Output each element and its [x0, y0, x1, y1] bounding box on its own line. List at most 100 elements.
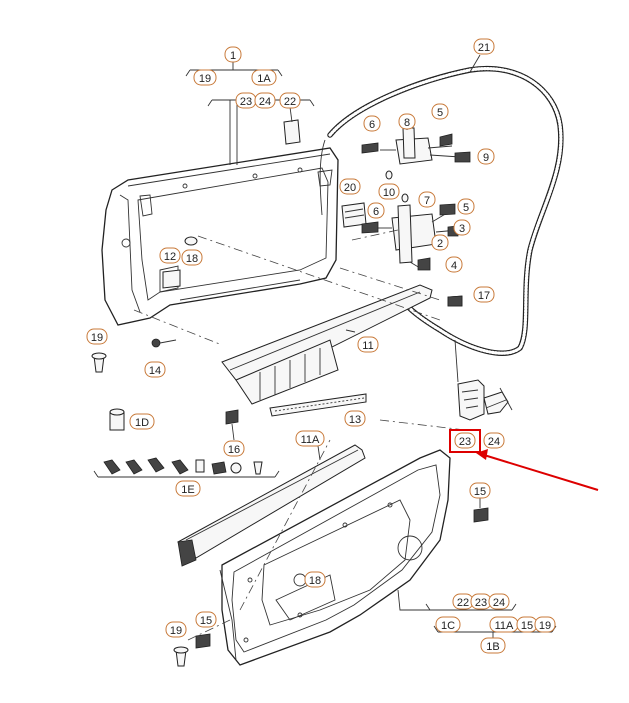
svg-text:10: 10 [383, 187, 395, 199]
svg-text:23: 23 [459, 436, 471, 448]
callout-6-top: 6 [363, 115, 381, 132]
callout-21: 21 [473, 38, 495, 55]
callout-3: 3 [453, 219, 471, 236]
callout-9: 9 [477, 148, 495, 165]
callout-17: 17 [473, 286, 495, 303]
svg-text:20: 20 [344, 182, 356, 194]
svg-text:24: 24 [259, 96, 271, 108]
callout-5-top: 5 [431, 103, 449, 120]
svg-text:13: 13 [349, 414, 361, 426]
svg-text:15: 15 [474, 486, 486, 498]
callout-12: 12 [159, 247, 181, 264]
door-seal-21 [319, 65, 564, 356]
seal-strip-13 [269, 393, 367, 417]
door-inner-panel-1B [219, 449, 451, 666]
lock-part-24 [483, 387, 513, 415]
svg-text:23: 23 [240, 96, 252, 108]
svg-text:11: 11 [362, 340, 373, 352]
svg-text:19: 19 [199, 73, 211, 85]
callout-23-top: 23 [235, 92, 257, 109]
svg-text:1B: 1B [486, 641, 499, 653]
callout-18-bottom: 18 [304, 571, 326, 588]
callout-1C: 1C [435, 616, 461, 633]
callout-1: 1 [224, 46, 242, 63]
callout-15-right: 15 [469, 482, 491, 499]
callout-11: 11 [357, 336, 379, 353]
svg-text:1C: 1C [441, 620, 455, 632]
svg-text:19: 19 [539, 620, 551, 632]
svg-text:6: 6 [369, 119, 375, 131]
callout-8: 8 [398, 113, 416, 130]
svg-text:3: 3 [459, 223, 465, 235]
svg-text:1D: 1D [135, 417, 149, 429]
callout-1E: 1E [175, 480, 201, 497]
svg-text:12: 12 [164, 251, 176, 263]
callout-20: 20 [339, 178, 361, 195]
callout-1A-top: 1A [251, 69, 277, 86]
svg-text:11A: 11A [301, 434, 320, 446]
check-strap-20 [341, 202, 367, 228]
callout-11A-bottom: 11A [489, 616, 519, 633]
svg-text:6: 6 [373, 206, 379, 218]
svg-text:1A: 1A [257, 73, 271, 85]
callout-14: 14 [144, 361, 166, 378]
svg-text:19: 19 [91, 332, 103, 344]
highlight-23 [449, 429, 599, 491]
callout-4: 4 [445, 256, 463, 273]
svg-text:17: 17 [478, 290, 490, 302]
callout-23-main: 23 [454, 432, 476, 449]
callout-18-top: 18 [181, 249, 203, 266]
callout-11A: 11A [295, 430, 325, 447]
svg-text:9: 9 [483, 152, 489, 164]
reference-lines [133, 229, 466, 641]
callout-19-top: 19 [193, 69, 217, 86]
svg-text:5: 5 [463, 202, 469, 214]
svg-text:2: 2 [437, 238, 443, 250]
callout-16: 16 [223, 440, 245, 457]
callout-22-bottom: 22 [452, 593, 474, 610]
svg-text:23: 23 [475, 597, 487, 609]
callout-1D: 1D [129, 413, 155, 430]
svg-text:18: 18 [309, 575, 321, 587]
callout-5-mid: 5 [457, 198, 475, 215]
svg-text:15: 15 [521, 620, 533, 632]
window-trim-11 [221, 284, 433, 405]
svg-text:7: 7 [424, 195, 430, 207]
svg-text:21: 21 [478, 42, 490, 54]
svg-text:8: 8 [404, 117, 410, 129]
callout-24-main: 24 [483, 432, 505, 449]
callout-1B: 1B [480, 637, 506, 654]
fasteners [91, 119, 489, 667]
callout-23-bottom: 23 [470, 593, 492, 610]
callout-6-mid: 6 [367, 202, 385, 219]
svg-text:18: 18 [186, 253, 198, 265]
svg-text:4: 4 [451, 260, 457, 272]
callout-24-top: 24 [254, 92, 276, 109]
svg-text:14: 14 [149, 365, 161, 377]
svg-text:5: 5 [437, 107, 443, 119]
callout-2: 2 [431, 234, 449, 251]
svg-text:24: 24 [488, 436, 500, 448]
lock-part-23 [457, 379, 485, 421]
door-frame-1 [101, 147, 339, 326]
svg-text:22: 22 [457, 597, 469, 609]
hinge-bolts [361, 133, 471, 307]
callout-19-bottom: 19 [534, 616, 556, 633]
callout-10: 10 [378, 183, 400, 200]
callout-15-bottom: 15 [516, 616, 538, 633]
upper-hinge [380, 127, 461, 165]
callout-7: 7 [418, 191, 436, 208]
callout-19-left: 19 [86, 328, 108, 345]
svg-text:15: 15 [200, 615, 212, 627]
svg-text:1E: 1E [181, 484, 194, 496]
callout-24-bottom: 24 [488, 593, 510, 610]
svg-text:19: 19 [170, 625, 182, 637]
callout-13: 13 [344, 410, 366, 427]
callout-15-left: 15 [195, 611, 217, 628]
callout-22-top: 22 [279, 92, 301, 109]
svg-text:11A: 11A [495, 620, 514, 632]
callout-19-lower-left: 19 [165, 621, 187, 638]
svg-text:24: 24 [493, 597, 505, 609]
svg-text:1: 1 [230, 50, 236, 62]
